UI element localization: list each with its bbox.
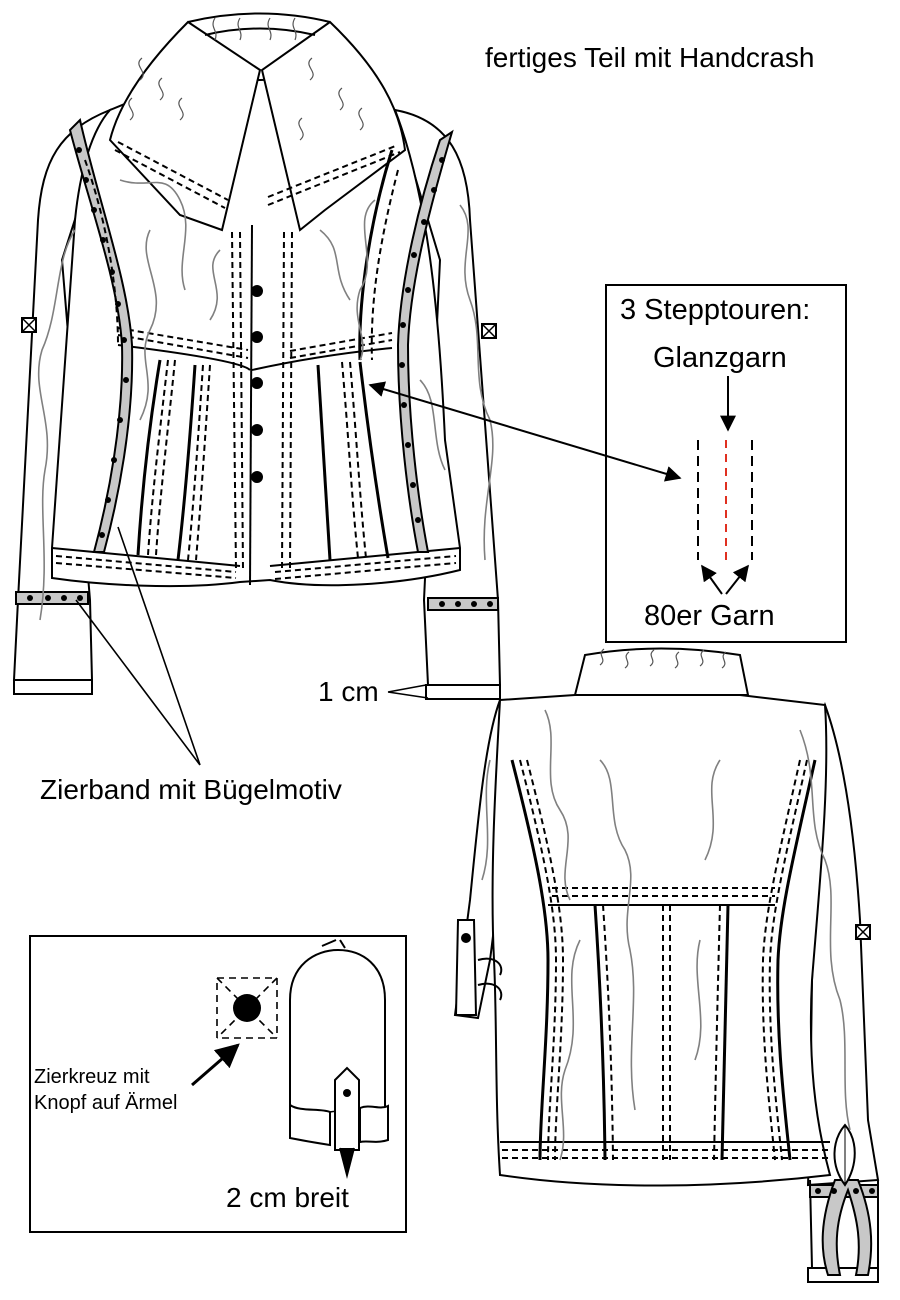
front-left-sleeve-cross [21, 317, 37, 333]
one-cm-pointer [387, 684, 429, 699]
front-crinkle-lines [37, 179, 494, 621]
stitch-detail-box [605, 284, 847, 643]
front-right-cuff-band [427, 597, 499, 611]
sleeve-tab [334, 1066, 360, 1151]
back-collar [573, 647, 750, 696]
back-body [491, 694, 832, 1187]
cross-label-line1: Zierkreuz mit [34, 1066, 150, 1088]
thread-80-label: 80er Garn [644, 600, 775, 632]
front-left-cuff [13, 679, 93, 695]
front-left-band [68, 118, 134, 553]
front-buttons [251, 285, 263, 483]
front-right-cuff [425, 684, 501, 700]
cross-label-line2: Knopf auf Ärmel [34, 1092, 178, 1114]
sleeve-sketch [289, 948, 386, 1110]
band-label: Zierband mit Bügelmotiv [40, 774, 342, 805]
front-jacket [12, 12, 502, 700]
drawing-title: fertiges Teil mit Handcrash [485, 42, 815, 73]
two-cm-label: 2 cm breit [226, 1182, 349, 1213]
back-right-sleeve-cross [855, 924, 871, 940]
cross-button [233, 994, 261, 1022]
front-right-sleeve-cross [481, 323, 497, 339]
gloss-thread-label: Glanzgarn [653, 342, 787, 374]
front-left-cuff-band [15, 591, 89, 605]
back-sleeve-loop [821, 1179, 873, 1276]
front-left-lapel [108, 20, 262, 232]
back-crinkle-lines [481, 709, 851, 1161]
stitch-title-label: 3 Stepptouren: [620, 294, 811, 326]
back-jacket [453, 647, 880, 1283]
one-cm-label: 1 cm [318, 676, 379, 707]
stitch-pointer-arrow [368, 381, 682, 482]
front-waist-seam [117, 344, 393, 371]
front-right-lapel [260, 20, 407, 232]
back-dots [815, 1188, 875, 1194]
band-pointer-lines [75, 526, 201, 766]
back-left-sleeve-tab [454, 919, 478, 1016]
sleeve-detail-box [29, 935, 407, 1233]
